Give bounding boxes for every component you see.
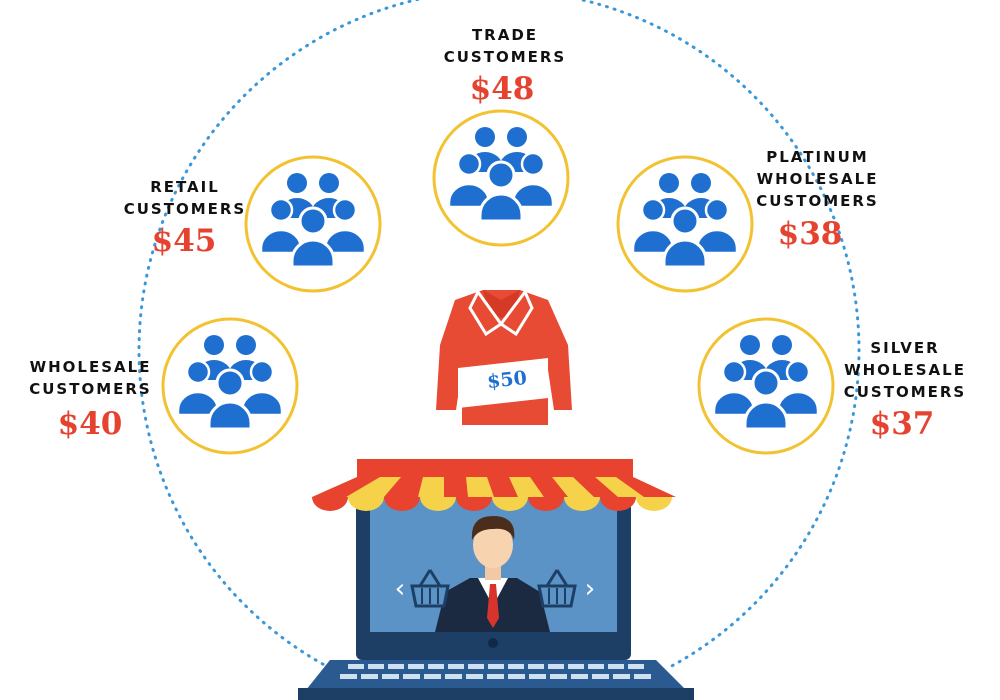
group-label-wholesale: WHOLESALE CUSTOMERS (29, 358, 152, 398)
shirt-icon (436, 289, 572, 425)
group-price-wholesale: $40 (57, 406, 123, 442)
keyboard (340, 664, 651, 679)
group-price-platinum: $38 (777, 216, 843, 252)
group-price-retail: $45 (151, 223, 217, 259)
dotted-arc (137, 0, 861, 670)
group-price-trade: $48 (469, 71, 535, 107)
group-circle-trade (432, 109, 570, 247)
chevron-left-icon[interactable]: ‹ (394, 574, 406, 604)
group-circle-platinum (616, 155, 754, 293)
shopping-basket-icon (410, 569, 450, 608)
group-circle-wholesale (161, 317, 299, 455)
group-circle-silver (697, 317, 835, 455)
group-label-silver: SILVER WHOLESALE CUSTOMERS (843, 339, 967, 401)
group-label-trade: TRADE CUSTOMERS (443, 26, 567, 66)
chevron-right-icon[interactable]: › (584, 574, 596, 604)
shopping-basket-icon (537, 569, 577, 608)
group-label-retail: RETAIL CUSTOMERS (123, 178, 247, 218)
store-awning-icon (312, 459, 676, 511)
group-label-platinum: PLATINUM WHOLESALE CUSTOMERS (756, 148, 879, 210)
group-price-silver: $37 (869, 406, 935, 442)
group-circle-retail (244, 155, 382, 293)
salesman-icon (435, 516, 550, 632)
